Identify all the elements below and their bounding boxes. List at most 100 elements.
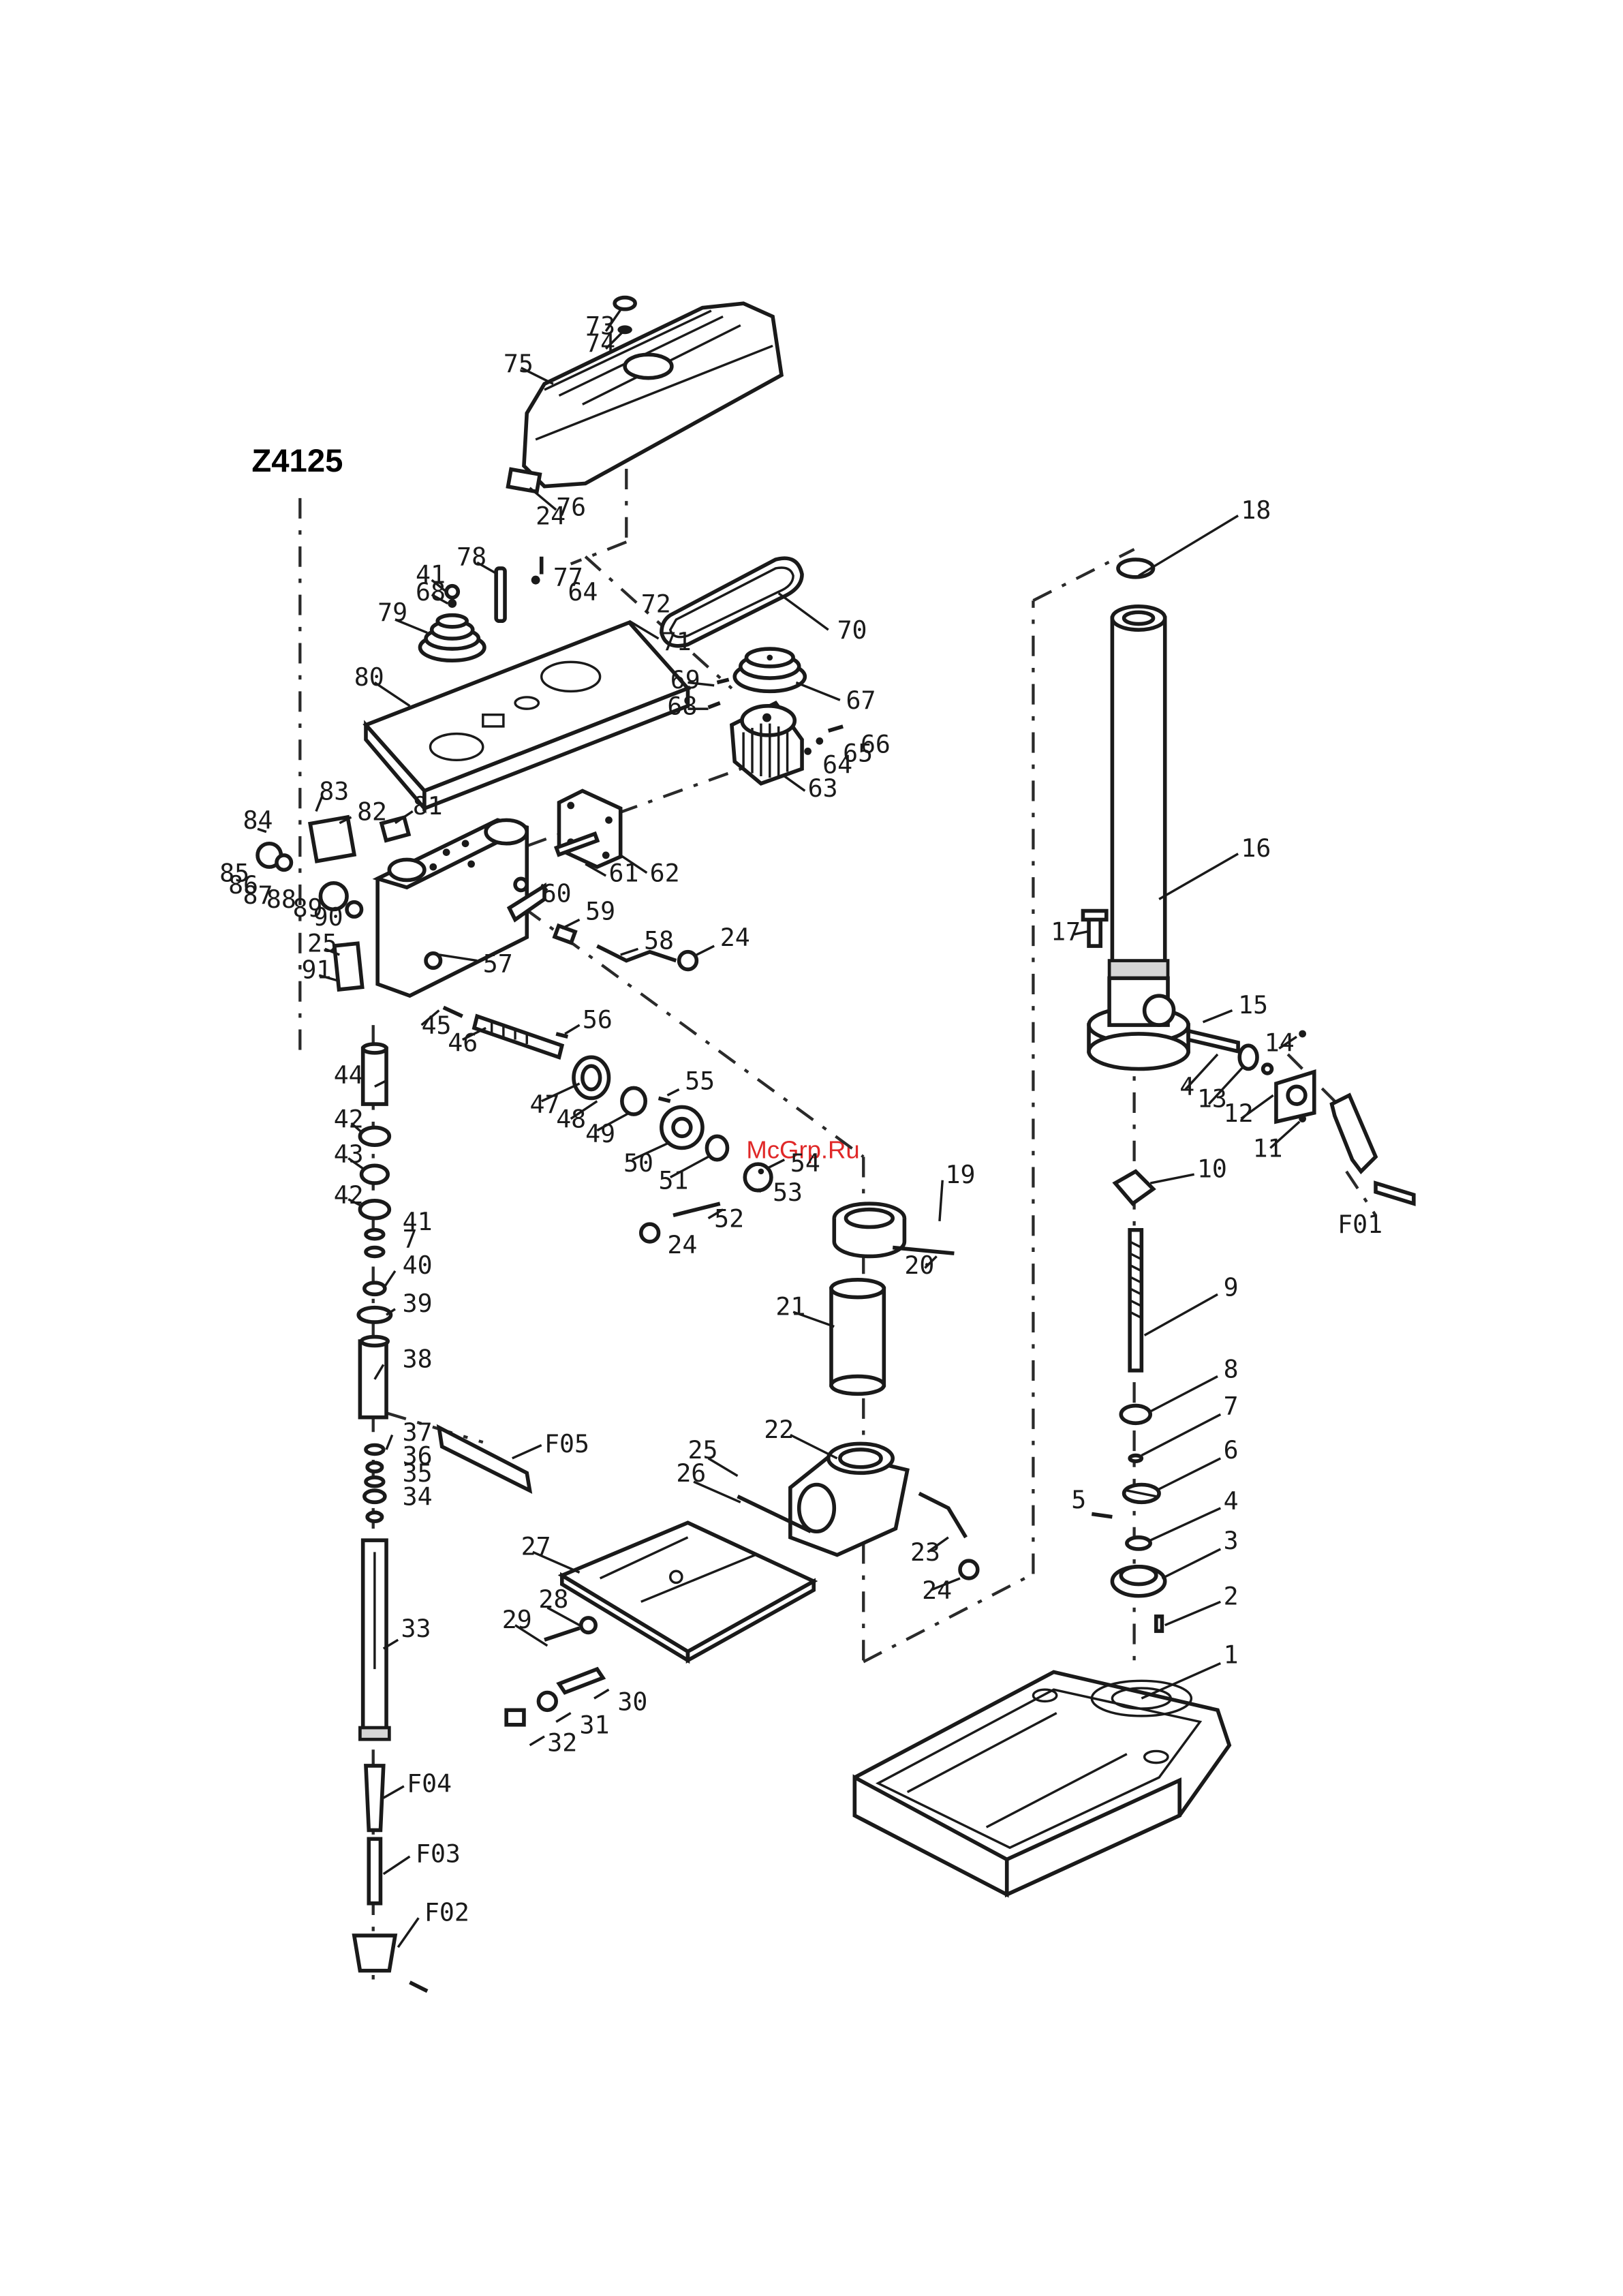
part-label: 34 — [403, 1482, 433, 1512]
part-label: 43 — [334, 1139, 364, 1169]
part-label: 13 — [1197, 1084, 1227, 1113]
part-label: 64 — [568, 577, 598, 607]
part-label: 41 — [416, 560, 446, 589]
part-label: 7 — [1224, 1391, 1239, 1420]
part-label: 1 — [1224, 1640, 1239, 1670]
part-label: 53 — [773, 1178, 803, 1207]
part-label: 66 — [861, 730, 891, 759]
part-label: 88 — [266, 885, 296, 914]
part-label: 26 — [676, 1458, 706, 1488]
pinion-shaft — [472, 1013, 565, 1060]
part-label: 67 — [846, 686, 876, 715]
part-label: 16 — [1241, 833, 1271, 863]
part-label: 47 — [530, 1090, 560, 1119]
spindle-pulley — [418, 613, 486, 663]
crank-F01 — [1329, 1092, 1378, 1175]
part-label: 40 — [403, 1251, 433, 1280]
part-label: 45 — [422, 1011, 452, 1040]
part-label: 7 — [403, 1225, 418, 1254]
part-label: 62 — [650, 859, 680, 888]
part-label: 3 — [1224, 1526, 1239, 1555]
part-label: 15 — [1238, 990, 1268, 1020]
part-label: 25 — [688, 1435, 718, 1465]
part-label: 23 — [910, 1537, 940, 1567]
work-table — [557, 1520, 818, 1654]
part-label: 78 — [457, 542, 486, 572]
part-label: 38 — [403, 1345, 433, 1374]
part-label: 27 — [521, 1532, 551, 1561]
part-label: 69 — [670, 665, 700, 694]
part-label: 50 — [623, 1148, 653, 1178]
part-label: 80 — [354, 662, 384, 692]
part-label: F01 — [1338, 1210, 1382, 1239]
part-label: 90 — [313, 902, 343, 932]
part-label: 31 — [580, 1711, 610, 1740]
part-label: 41 — [403, 1207, 433, 1236]
model-label: Z4125 — [251, 443, 343, 479]
part-label: 63 — [808, 774, 838, 803]
part-label: 61 — [609, 859, 639, 888]
part-label: F04 — [407, 1769, 452, 1798]
part-label: 76 — [556, 493, 586, 522]
switch-box — [307, 814, 357, 863]
part-label: 85 — [219, 859, 249, 888]
part-label: 89 — [293, 893, 323, 923]
pulley-cover — [522, 295, 784, 489]
wedge-F05 — [436, 1424, 533, 1495]
motor — [730, 700, 804, 786]
part-label: 18 — [1241, 495, 1271, 525]
part-label: 49 — [585, 1119, 615, 1148]
part-label: 24 — [536, 502, 566, 531]
part-label: 32 — [547, 1728, 577, 1757]
part-label: 42 — [334, 1180, 364, 1210]
part-label: 5 — [1071, 1485, 1086, 1514]
part-label: 14 — [1265, 1028, 1295, 1058]
part-label: 36 — [403, 1441, 433, 1470]
part-label: 83 — [319, 776, 349, 806]
label-plate — [506, 467, 542, 494]
part-label: 42 — [334, 1104, 364, 1133]
part-label: F05 — [544, 1429, 589, 1458]
part-label: 8 — [1224, 1355, 1239, 1384]
part-labels: 1 2 3 4 4 5 6 7 7 8 9 10 11 12 13 14 15 … — [219, 311, 1382, 1927]
table-bracket — [788, 1201, 910, 1557]
part-label: 82 — [357, 797, 387, 826]
part-label: 6 — [1224, 1435, 1239, 1465]
part-label: 22 — [764, 1415, 794, 1444]
part-label: 17 — [1051, 917, 1081, 947]
part-label: 68 — [667, 692, 697, 721]
part-label: 54 — [790, 1148, 820, 1178]
part-label: 4 — [1224, 1486, 1239, 1516]
part-label: 58 — [644, 925, 674, 955]
part-label: 29 — [502, 1605, 532, 1634]
part-label: F02 — [424, 1898, 469, 1927]
part-label: 79 — [377, 598, 407, 627]
part-label: 11 — [1253, 1133, 1283, 1163]
part-label: 51 — [659, 1166, 689, 1195]
part-label: 52 — [714, 1204, 744, 1233]
part-label: 91 — [301, 955, 331, 984]
base — [852, 1670, 1232, 1898]
shaft-78 — [494, 566, 507, 624]
part-label: 4 — [1179, 1072, 1194, 1101]
part-label: 33 — [401, 1614, 431, 1643]
part-label: 9 — [1224, 1272, 1239, 1302]
part-label: 19 — [946, 1160, 976, 1189]
part-label: 64 — [822, 750, 852, 780]
motor-pulley — [732, 647, 807, 694]
part-label: 75 — [504, 349, 534, 378]
part-label: 86 — [228, 870, 258, 900]
part-label: 72 — [641, 589, 671, 618]
part-label: 37 — [403, 1418, 433, 1447]
motor-bracket — [557, 789, 623, 870]
part-label: 25 — [307, 929, 337, 958]
part-label: F03 — [416, 1839, 461, 1869]
part-label: 68 — [416, 577, 446, 607]
part-label: 87 — [243, 881, 273, 910]
part-label: 57 — [483, 949, 513, 979]
part-label: 65 — [843, 738, 873, 767]
part-label: 24 — [922, 1576, 952, 1605]
part-label: 35 — [403, 1458, 433, 1488]
part-label: 24 — [667, 1230, 697, 1259]
